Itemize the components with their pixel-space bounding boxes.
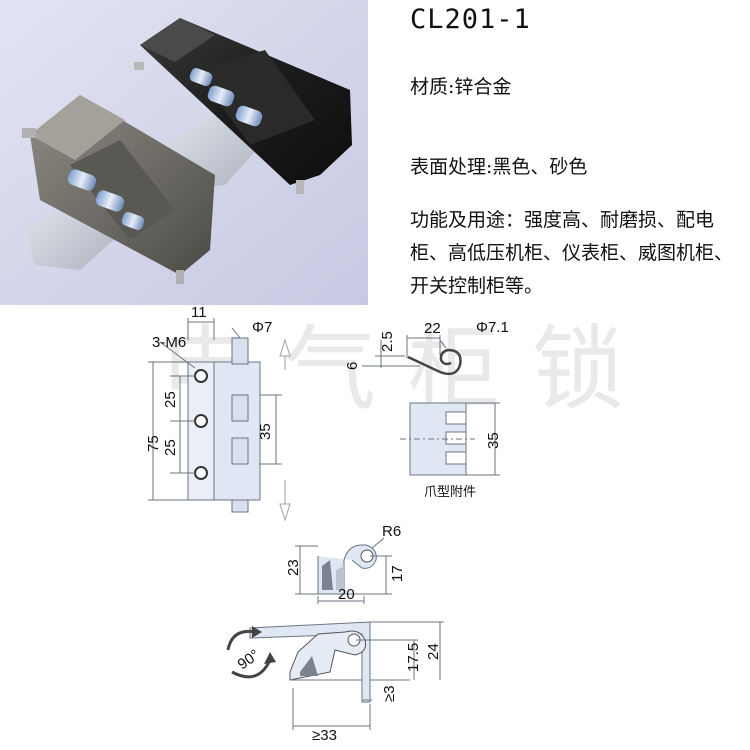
- dim-front-center: 35: [257, 423, 274, 440]
- dim-front-height: 75: [145, 435, 162, 452]
- dim-claw-thickness: 2.5: [379, 331, 396, 352]
- claw-caption: 爪型附件: [424, 484, 476, 499]
- thread-label: 3-M6: [152, 334, 186, 351]
- dim-install-total: 24: [425, 643, 442, 660]
- dim-radius: R6: [382, 523, 401, 540]
- gray-hinge-image: [22, 95, 215, 284]
- surface-spec: 表面处理:黑色、砂色: [410, 156, 588, 178]
- dim-install-gap: ≥3: [381, 685, 398, 702]
- dim-section-height: 23: [285, 559, 302, 576]
- front-view: [148, 318, 291, 522]
- model-title: CL201-1: [410, 4, 531, 35]
- dim-section-inner: 17: [389, 565, 406, 582]
- dim-claw-offset: 6: [344, 362, 361, 370]
- rotation-label: 90°: [235, 646, 263, 673]
- dim-claw-width: 22: [424, 320, 441, 337]
- dim-front-lower: 25: [162, 439, 179, 456]
- section-view: [295, 537, 392, 604]
- usage-description: 功能及用途：强度高、耐磨损、配电柜、高低压机柜、仪表柜、威图机柜、开关控制柜等。: [410, 209, 734, 297]
- install-view: [226, 621, 444, 730]
- dim-front-pin: Φ7: [252, 319, 272, 336]
- claw-top-view: [362, 335, 462, 376]
- dim-claw-height: 35: [485, 432, 502, 449]
- black-hinge-image: [134, 18, 352, 194]
- dim-install-pivot: 17.5: [405, 643, 422, 672]
- dim-section-width: 20: [338, 586, 355, 603]
- dim-front-top: 11: [191, 304, 207, 321]
- claw-front-view: [400, 402, 500, 476]
- dim-front-upper: 25: [162, 391, 179, 408]
- material-spec: 材质:锌合金: [410, 76, 512, 98]
- dim-install-clear: ≥33: [312, 727, 337, 744]
- product-photo: [0, 0, 368, 305]
- dim-claw-pin: Φ7.1: [476, 319, 509, 336]
